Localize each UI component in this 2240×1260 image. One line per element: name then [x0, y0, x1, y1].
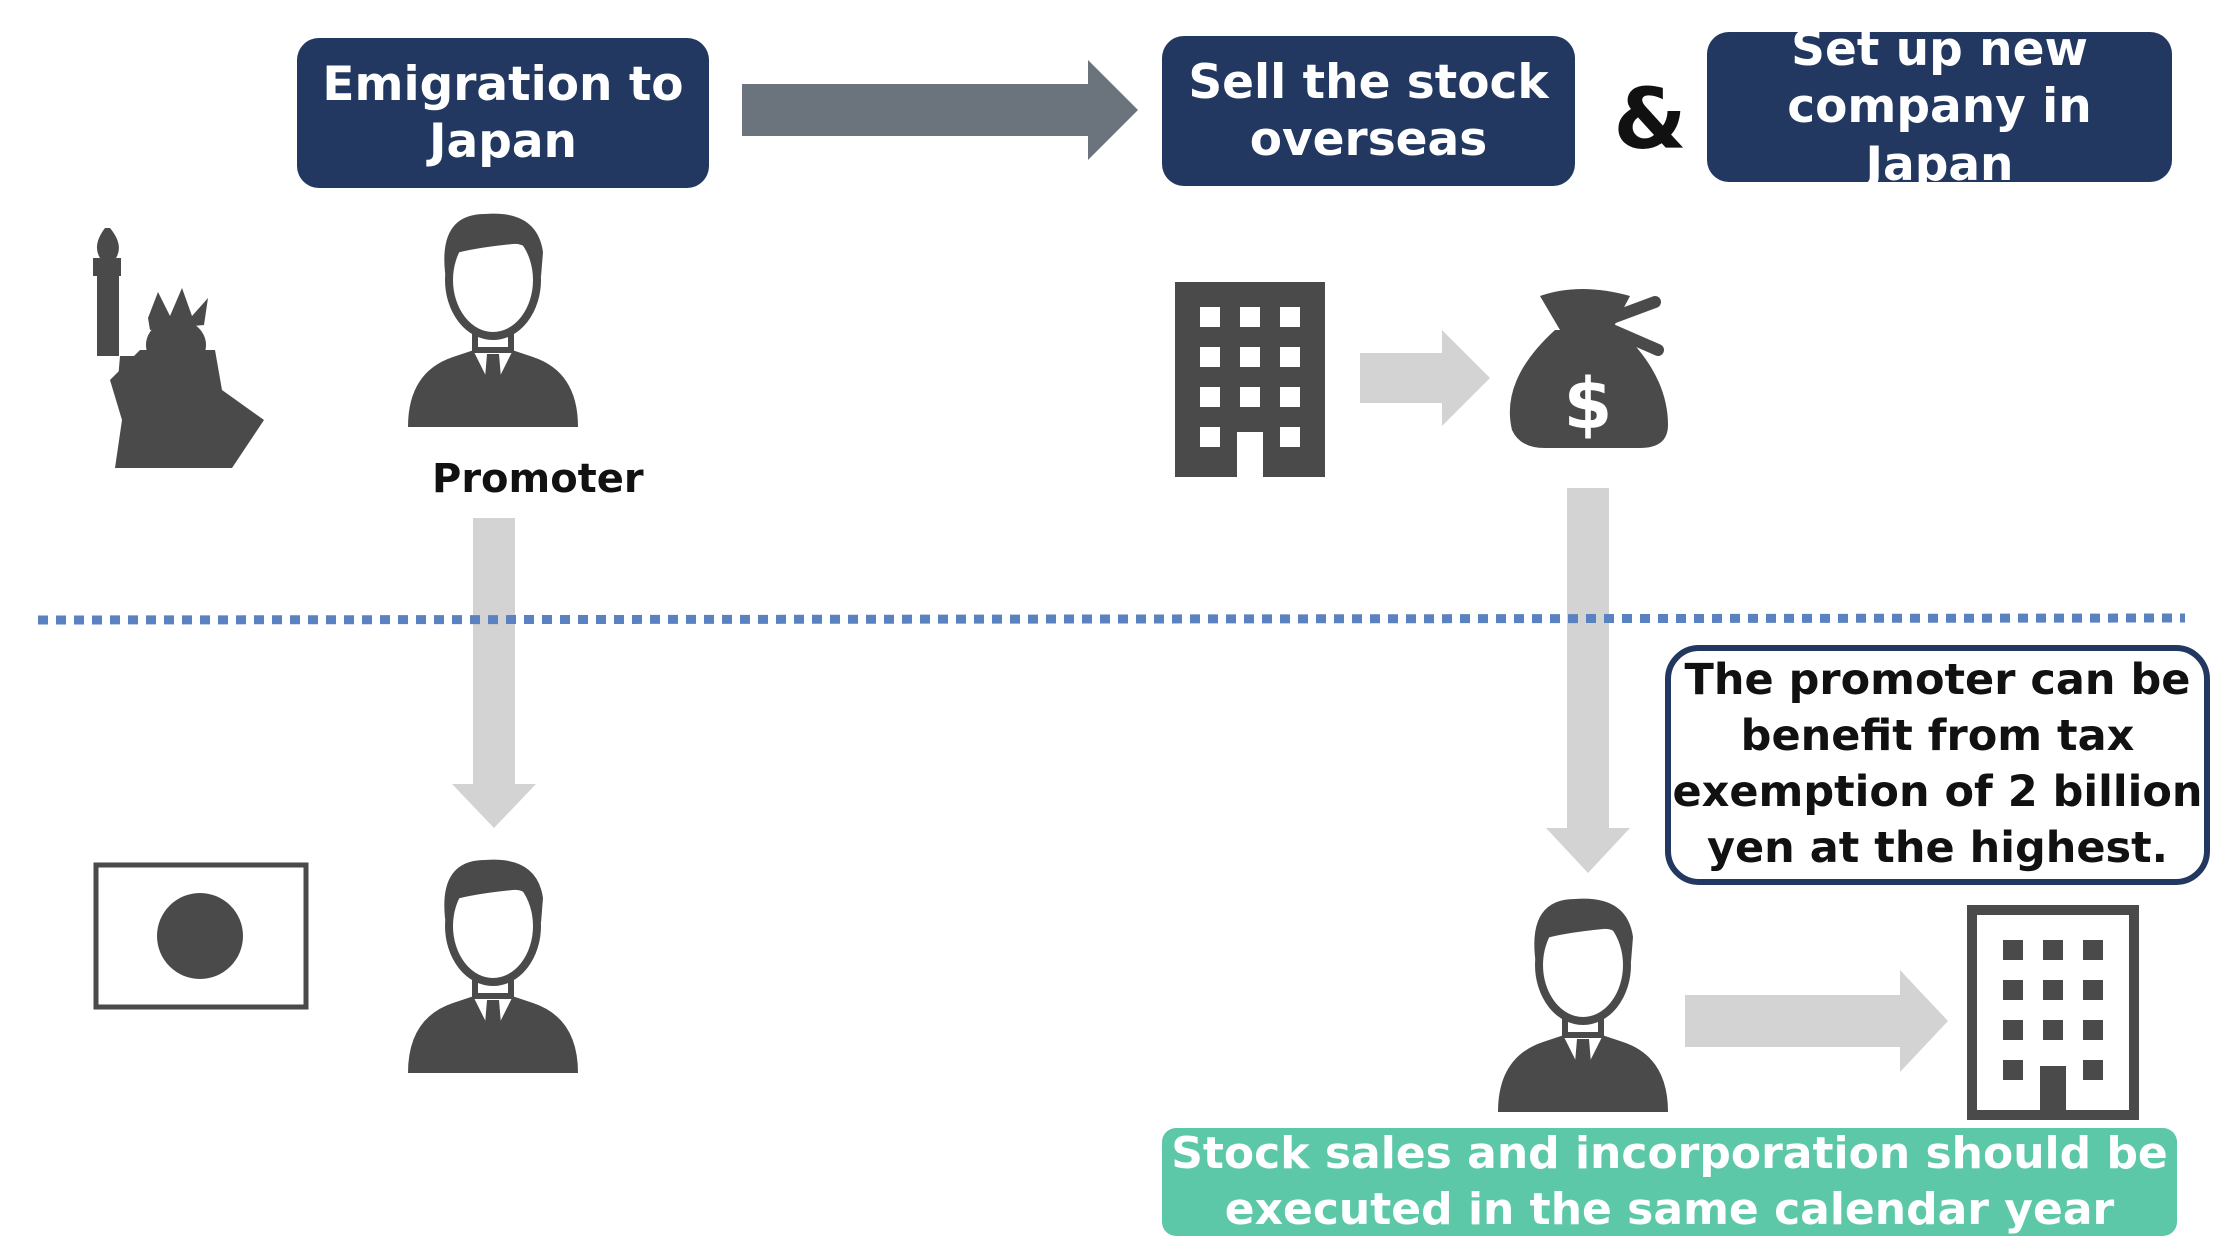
- emigration-line2: Japan: [428, 114, 578, 169]
- ampersand: &: [1613, 70, 1687, 168]
- new-company-building-icon: [1967, 905, 2139, 1120]
- banner-line1: Stock sales and incorporation should be: [1171, 1127, 2168, 1179]
- office-building-icon: [1175, 282, 1325, 477]
- new-company-line1: Set up new: [1791, 22, 2088, 78]
- note-line3: exemption of 2 billion: [1672, 767, 2203, 817]
- note-line4: yen at the highest.: [1706, 822, 2168, 873]
- set-up-new-company-box: Set up new company in Japan: [1707, 22, 2172, 192]
- banner-line2: executed in the same calendar year: [1224, 1184, 2115, 1235]
- japan-flag-icon: [93, 862, 309, 1010]
- svg-text:$: $: [1564, 363, 1613, 445]
- note-line2: benefit from tax: [1740, 711, 2135, 762]
- emigration-to-japan-box: Emigration to Japan: [297, 38, 709, 188]
- businessman-icon: [1498, 899, 1668, 1112]
- light-arrow-right-bottom: [1685, 970, 1948, 1072]
- businessman-icon: [408, 214, 578, 427]
- sell-stock-overseas-box: Sell the stock overseas: [1162, 36, 1575, 186]
- businessman-icon: [408, 860, 578, 1073]
- statue-of-liberty-icon: [93, 228, 264, 468]
- border-divider: [37, 613, 2186, 625]
- sell-stock-line2: overseas: [1249, 112, 1488, 167]
- sell-stock-line1: Sell the stock: [1188, 54, 1549, 110]
- dark-arrow-right: [742, 60, 1138, 160]
- tax-exemption-note: The promoter can be benefit from tax exe…: [1665, 645, 2210, 885]
- note-line1: The promoter can be: [1684, 655, 2191, 706]
- emigration-line1: Emigration to: [322, 56, 684, 112]
- light-arrow-down-right: [1546, 488, 1630, 873]
- new-company-line2: company in Japan: [1787, 79, 2092, 192]
- light-arrow-right: [1360, 330, 1490, 426]
- promoter-label: Promoter: [432, 456, 644, 502]
- money-bag-icon: $: [1509, 289, 1668, 448]
- same-calendar-year-banner: Stock sales and incorporation should be …: [1162, 1128, 2177, 1236]
- light-arrow-down-left: [452, 518, 536, 828]
